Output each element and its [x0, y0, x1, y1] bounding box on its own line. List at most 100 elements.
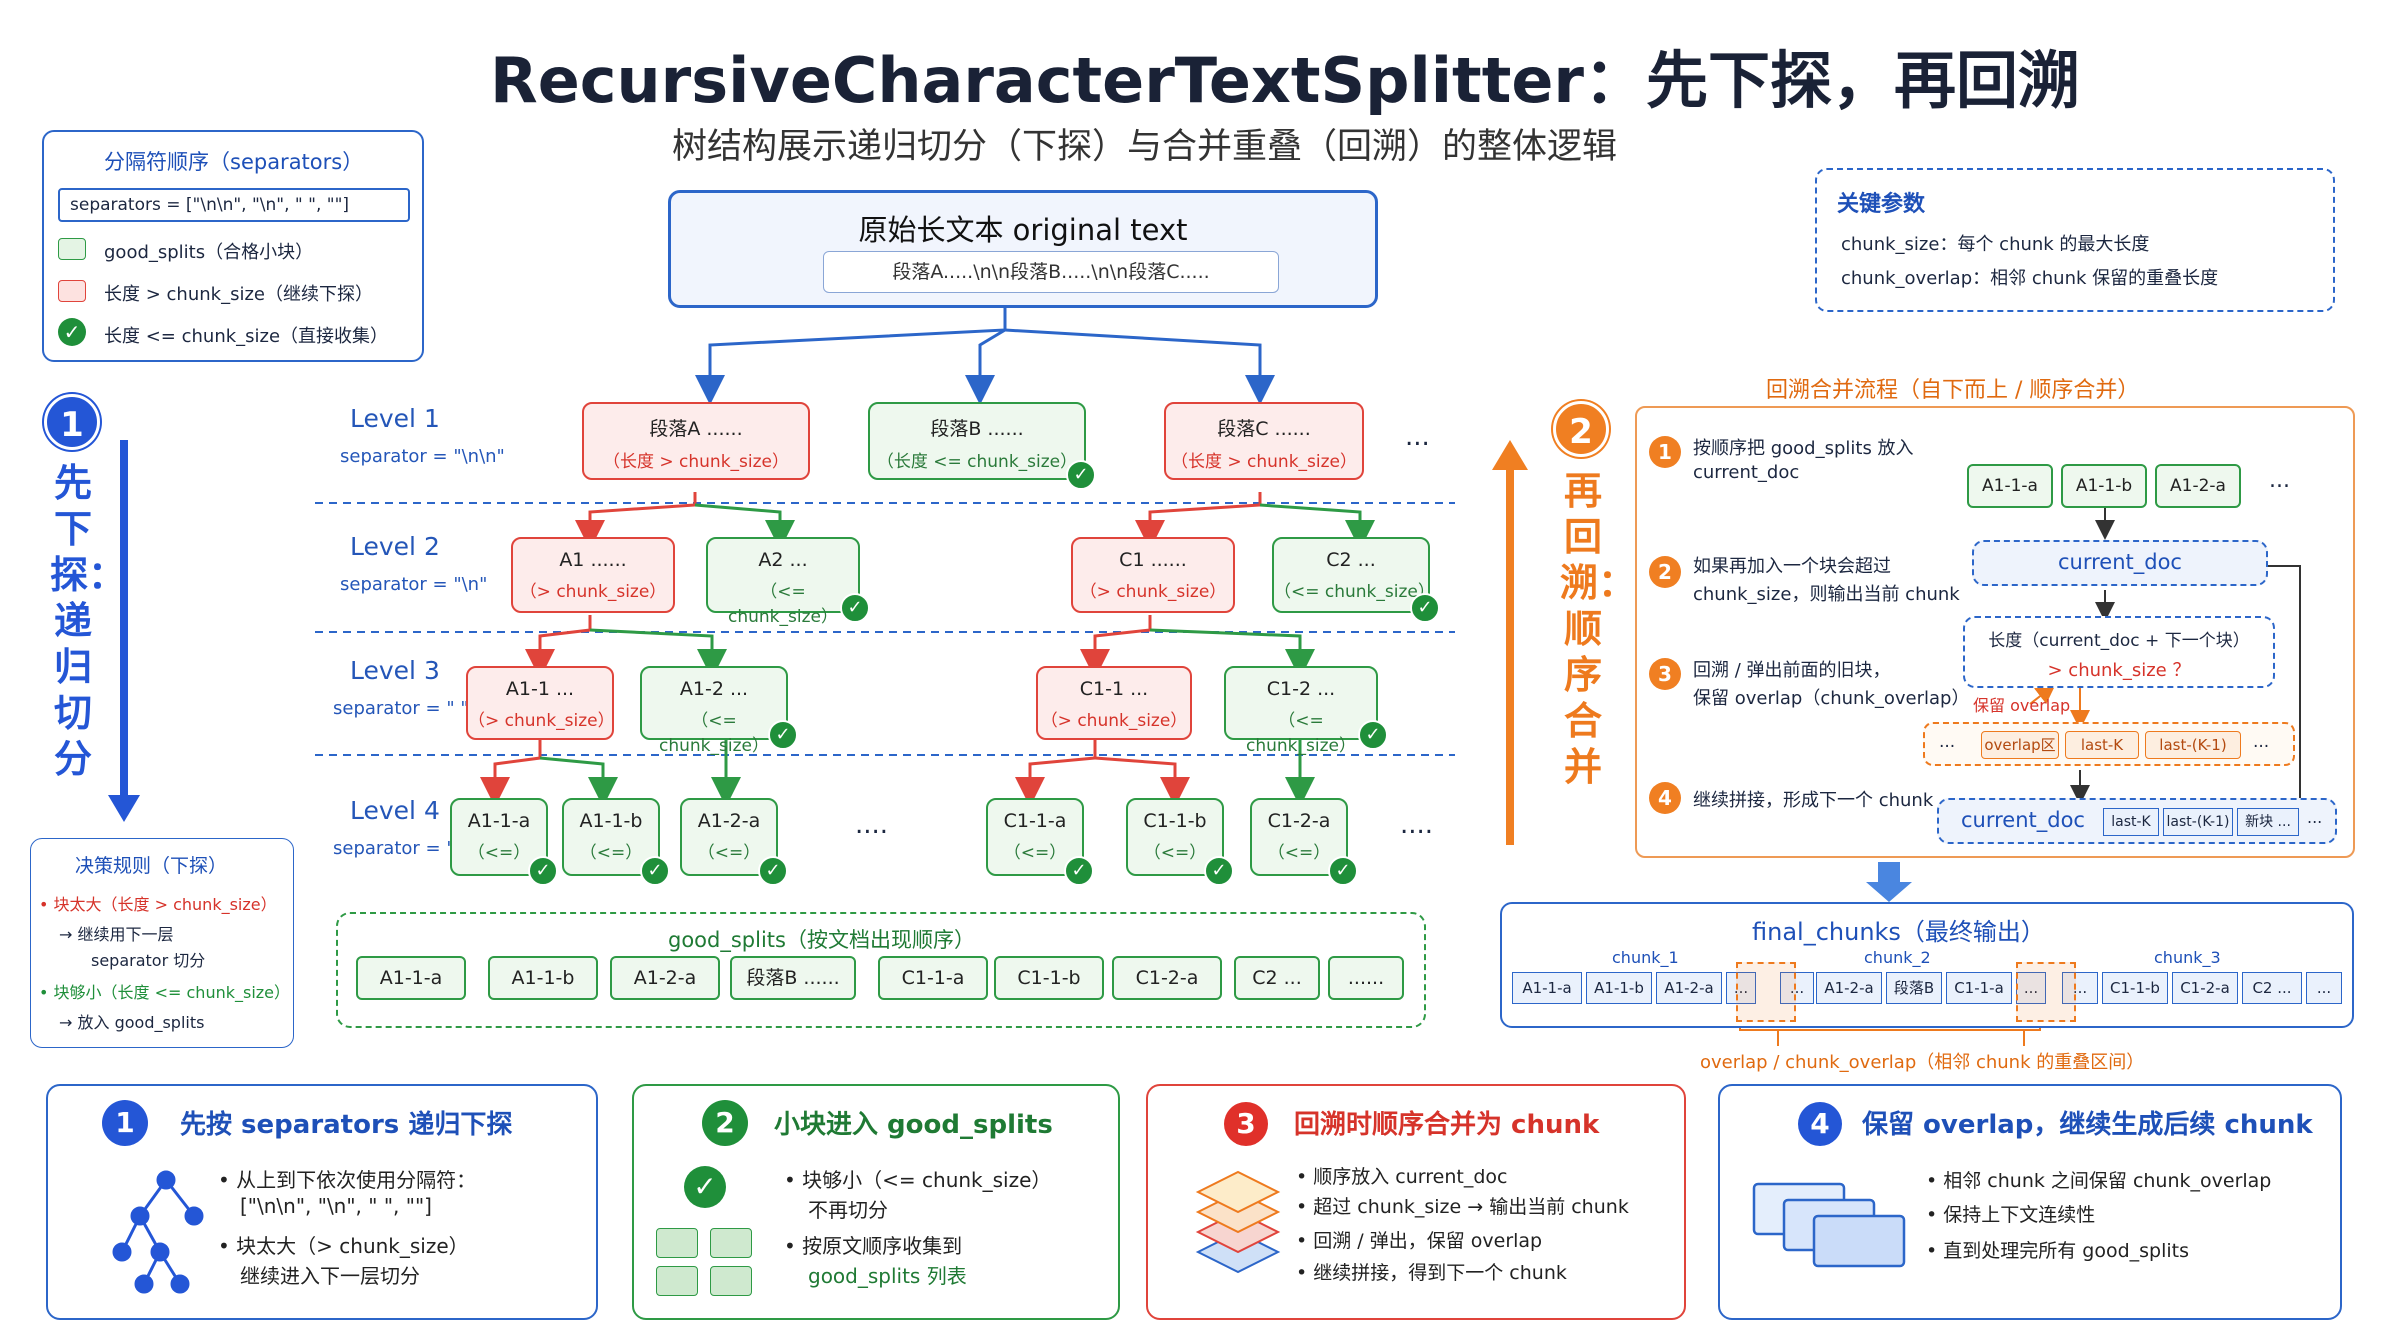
- next-cell: last-(K-1): [2163, 808, 2233, 836]
- check-icon: ✓: [528, 856, 558, 886]
- decision-rule-2: • 块够小（长度 <= chunk_size）: [39, 983, 291, 1002]
- chunk-1-cell: A1-1-b: [1586, 972, 1652, 1004]
- level-1-sep: separator = "\n\n": [340, 446, 505, 467]
- chunk-3-cell: C1-1-b: [2102, 972, 2168, 1004]
- merge-panel: 1 按顺序把 good_splits 放入 current_doc 2 如果再加…: [1635, 406, 2355, 858]
- current-doc-label: current_doc: [2058, 550, 2182, 574]
- card-2-line: 不再切分: [808, 1198, 888, 1222]
- grid-icon: [656, 1228, 756, 1300]
- check-icon: ✓: [58, 318, 86, 346]
- merge-cell: A1-1-a: [1967, 464, 2053, 508]
- layers-icon: [1195, 1170, 1281, 1274]
- card-1: 1 先按 separators 递归下探 • 从上到下依次使用分隔符： ["\n…: [46, 1084, 598, 1320]
- level-2-title: Level 2: [350, 532, 440, 561]
- good-split-item: ......: [1328, 956, 1404, 1000]
- merge-cell: A1-1-b: [2061, 464, 2147, 508]
- next-cell: 新块 ...: [2237, 808, 2299, 836]
- check-icon: ✓: [684, 1166, 726, 1208]
- ellipsis-l1: ...: [1405, 422, 1430, 452]
- root-title: 原始长文本 original text: [858, 213, 1188, 247]
- check-icon: ✓: [840, 593, 870, 623]
- decision-rule-2b: → 放入 good_splits: [59, 1013, 205, 1032]
- chunk-3-cell: ...: [2306, 972, 2342, 1004]
- merge-title: 回溯合并流程（自下而上 / 顺序合并）: [1766, 378, 2140, 403]
- decision-rule-1b: → 继续用下一层: [59, 925, 174, 944]
- node-c1: C1 ......（> chunk_size）: [1071, 537, 1235, 613]
- check-icon: ✓: [1410, 593, 1440, 623]
- level-1-title: Level 1: [350, 404, 440, 433]
- card-4-title: 保留 overlap，继续生成后续 chunk: [1862, 1110, 2313, 1140]
- legend-title: 分隔符顺序（separators）: [104, 150, 364, 174]
- merge-step-1b: current_doc: [1693, 462, 1800, 483]
- step-4-badge: 4: [1649, 782, 1681, 814]
- good-split-item: C2 ...: [1234, 956, 1320, 1000]
- node-c1-2-a: C1-2-a（<=） ✓: [1250, 798, 1358, 886]
- next-cell: last-K: [2103, 808, 2159, 836]
- length-check-text: 长度（current_doc + 下一个块）: [1988, 631, 2250, 651]
- phase-2-badge: 2: [1553, 401, 1609, 457]
- overlap-highlight: [2016, 962, 2076, 1022]
- card-4-line: • 直到处理完所有 good_splits: [1926, 1240, 2190, 1262]
- page-title: RecursiveCharacterTextSplitter：先下探，再回溯: [490, 44, 2080, 117]
- good-split-item: C1-2-a: [1112, 956, 1222, 1000]
- phase-2-label: 再回溯：顺序合并: [1560, 469, 1637, 789]
- card-3-line: • 继续拼接，得到下一个 chunk: [1296, 1262, 1567, 1284]
- chunk-1-label: chunk_1: [1612, 948, 1679, 967]
- root-text: 段落A.....\n\n段落B.....\n\n段落C.....: [823, 251, 1279, 293]
- length-check-cond: > chunk_size ？: [2047, 660, 2191, 681]
- page-subtitle: 树结构展示递归切分（下探）与合并重叠（回溯）的整体逻辑: [672, 127, 1618, 167]
- node-paragraph-b: 段落B ......（长度 <= chunk_size） ✓: [868, 402, 1096, 490]
- overlap-cell: ...: [1939, 732, 1956, 752]
- chunk-2-cell: 段落B: [1886, 972, 1942, 1004]
- level-2-sep: separator = "\n": [340, 574, 488, 595]
- legend-panel: 分隔符顺序（separators） separators = ["\n\n", …: [42, 130, 424, 362]
- card-2-title: 小块进入 good_splits: [774, 1110, 1053, 1140]
- card-1-line: • 块太大（> chunk_size）: [218, 1234, 469, 1258]
- phase-1-label: 先下探：递归切分: [50, 461, 127, 781]
- check-icon: ✓: [1066, 460, 1096, 490]
- card-3-badge: 3: [1224, 1102, 1268, 1146]
- chunk-3-label: chunk_3: [2154, 948, 2221, 967]
- level-4-title: Level 4: [350, 796, 440, 825]
- step-3-badge: 3: [1649, 658, 1681, 690]
- tree-icon: [112, 1170, 204, 1294]
- card-2-line: • 块够小（<= chunk_size）: [784, 1168, 1052, 1192]
- card-3-title: 回溯时顺序合并为 chunk: [1294, 1110, 1600, 1140]
- good-split-item: 段落B ......: [730, 956, 856, 1000]
- merge-step-1: 按顺序把 good_splits 放入: [1693, 438, 1914, 459]
- check-icon: ✓: [1328, 856, 1358, 886]
- good-split-item: C1-1-a: [878, 956, 988, 1000]
- chunk-2-cell: A1-2-a: [1816, 972, 1882, 1004]
- decision-panel: 决策规则（下探） • 块太大（长度 > chunk_size） → 继续用下一层…: [30, 838, 294, 1048]
- check-icon: ✓: [1358, 720, 1388, 750]
- card-1-title: 先按 separators 递归下探: [180, 1110, 513, 1140]
- overlap-note: overlap / chunk_overlap（相邻 chunk 的重叠区间）: [1700, 1052, 2145, 1073]
- overlap-cell: last-(K-1): [2145, 731, 2241, 759]
- node-paragraph-a: 段落A ......（长度 > chunk_size）: [582, 402, 810, 480]
- good-splits-title: good_splits（按文档出现顺序）: [668, 928, 975, 952]
- card-3-line: • 回溯 / 弹出，保留 overlap: [1296, 1230, 1543, 1252]
- node-a1-1: A1-1 ...（> chunk_size）: [466, 666, 615, 740]
- next-current-doc: current_doc last-K last-(K-1) 新块 ... ...: [1937, 798, 2337, 844]
- chunk-1-cell: A1-1-a: [1512, 972, 1582, 1004]
- node-a1-2-a: A1-2-a（<=） ✓: [680, 798, 788, 886]
- node-a1-1-b: A1-1-b（<=） ✓: [562, 798, 670, 886]
- length-check-box: 长度（current_doc + 下一个块） > chunk_size ？: [1963, 616, 2275, 688]
- chunk-2-cell: ...: [2016, 972, 2046, 1004]
- check-icon: ✓: [758, 856, 788, 886]
- overlap-cell: ...: [2253, 732, 2270, 752]
- card-1-badge: 1: [102, 1100, 148, 1146]
- check-icon: ✓: [640, 856, 670, 886]
- chunk-3-cell: ...: [2062, 972, 2098, 1004]
- next-current-doc-label: current_doc: [1961, 808, 2085, 832]
- node-c1-1-b: C1-1-b（<=） ✓: [1126, 798, 1234, 886]
- ellipsis-l4-a: ....: [855, 810, 889, 840]
- legend-ok-label: 长度 <= chunk_size（直接收集）: [104, 326, 389, 347]
- card-4-badge: 4: [1798, 1102, 1842, 1146]
- chunk-2-label: chunk_2: [1864, 948, 1931, 967]
- chunk-3-cell: C2 ...: [2242, 972, 2302, 1004]
- merge-step-2b: chunk_size，则输出当前 chunk: [1693, 584, 1960, 605]
- node-a1-2: A1-2 ...（<= chunk_size） ✓: [640, 666, 798, 756]
- keep-overlap-label: 保留 overlap: [1973, 696, 2071, 715]
